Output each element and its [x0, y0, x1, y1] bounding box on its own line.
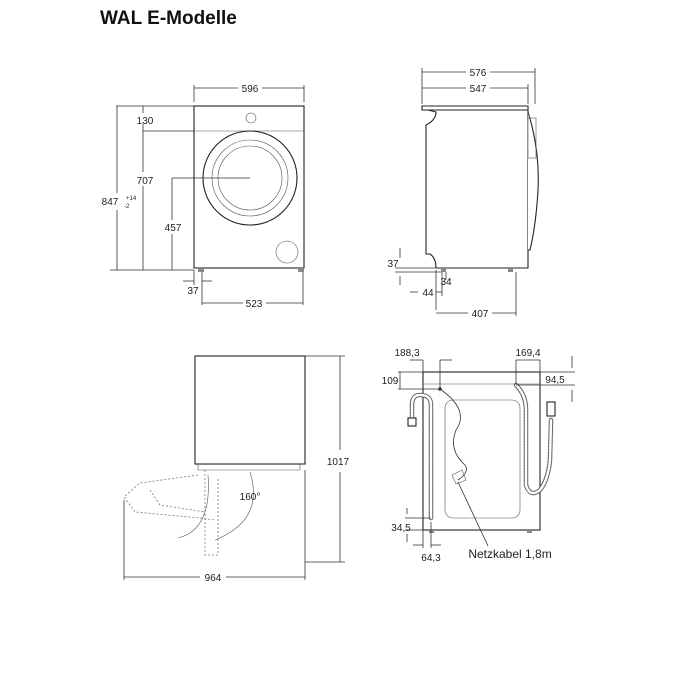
side-foot-height-label: 37 [387, 259, 399, 270]
power-cable-label: Netzkabel 1,8m [468, 547, 551, 561]
back-right-offset-label: 94,5 [545, 375, 565, 386]
side-depth-body-label: 547 [470, 84, 487, 95]
front-view: 596 130 707 847 +14 -2 457 37 523 [102, 84, 305, 310]
back-panel [444, 399, 521, 519]
program-knob-icon [245, 112, 257, 124]
back-right-inlet-label: 169,4 [515, 348, 540, 359]
side-foot-span-label: 407 [472, 309, 489, 320]
height-tol-minus: -2 [124, 204, 130, 210]
side-foot-depth-label: 34 [440, 277, 452, 288]
foot-offset-label: 37 [187, 286, 199, 297]
height-label: 847 [102, 197, 119, 208]
side-body [425, 109, 529, 269]
back-bottom-offset-label: 34,5 [391, 523, 411, 534]
side-view: 576 547 37 34 44 407 [387, 68, 539, 320]
foot-span-label: 523 [246, 299, 263, 310]
side-foot-offset-label: 44 [422, 288, 434, 299]
page-title: WAL E-Modelle [100, 8, 237, 29]
power-cable [439, 388, 467, 481]
back-top-offset-label: 109 [382, 376, 399, 387]
height-tol-plus: +14 [126, 196, 137, 202]
top-body [194, 355, 306, 465]
back-left-offset-label: 64,3 [421, 553, 441, 564]
back-left-inlet-label: 188,3 [394, 348, 419, 359]
top-height-label: 1017 [327, 457, 350, 468]
door-open-depth-label: 964 [205, 573, 222, 584]
door-swing-arc [214, 471, 254, 541]
back-body [422, 371, 541, 531]
service-hatch [275, 240, 299, 264]
top-view: 160° 1017 964 [123, 355, 350, 584]
back-view: Netzkabel 1,8m 188,3 169,4 109 94,5 34,5… [382, 348, 575, 564]
side-depth-total-label: 576 [470, 68, 487, 79]
door-center-label: 457 [165, 223, 182, 234]
door-angle-label: 160° [240, 492, 261, 503]
top-panel-label: 130 [137, 116, 154, 127]
front-width-label: 596 [242, 84, 259, 95]
door-top-label: 707 [137, 176, 154, 187]
